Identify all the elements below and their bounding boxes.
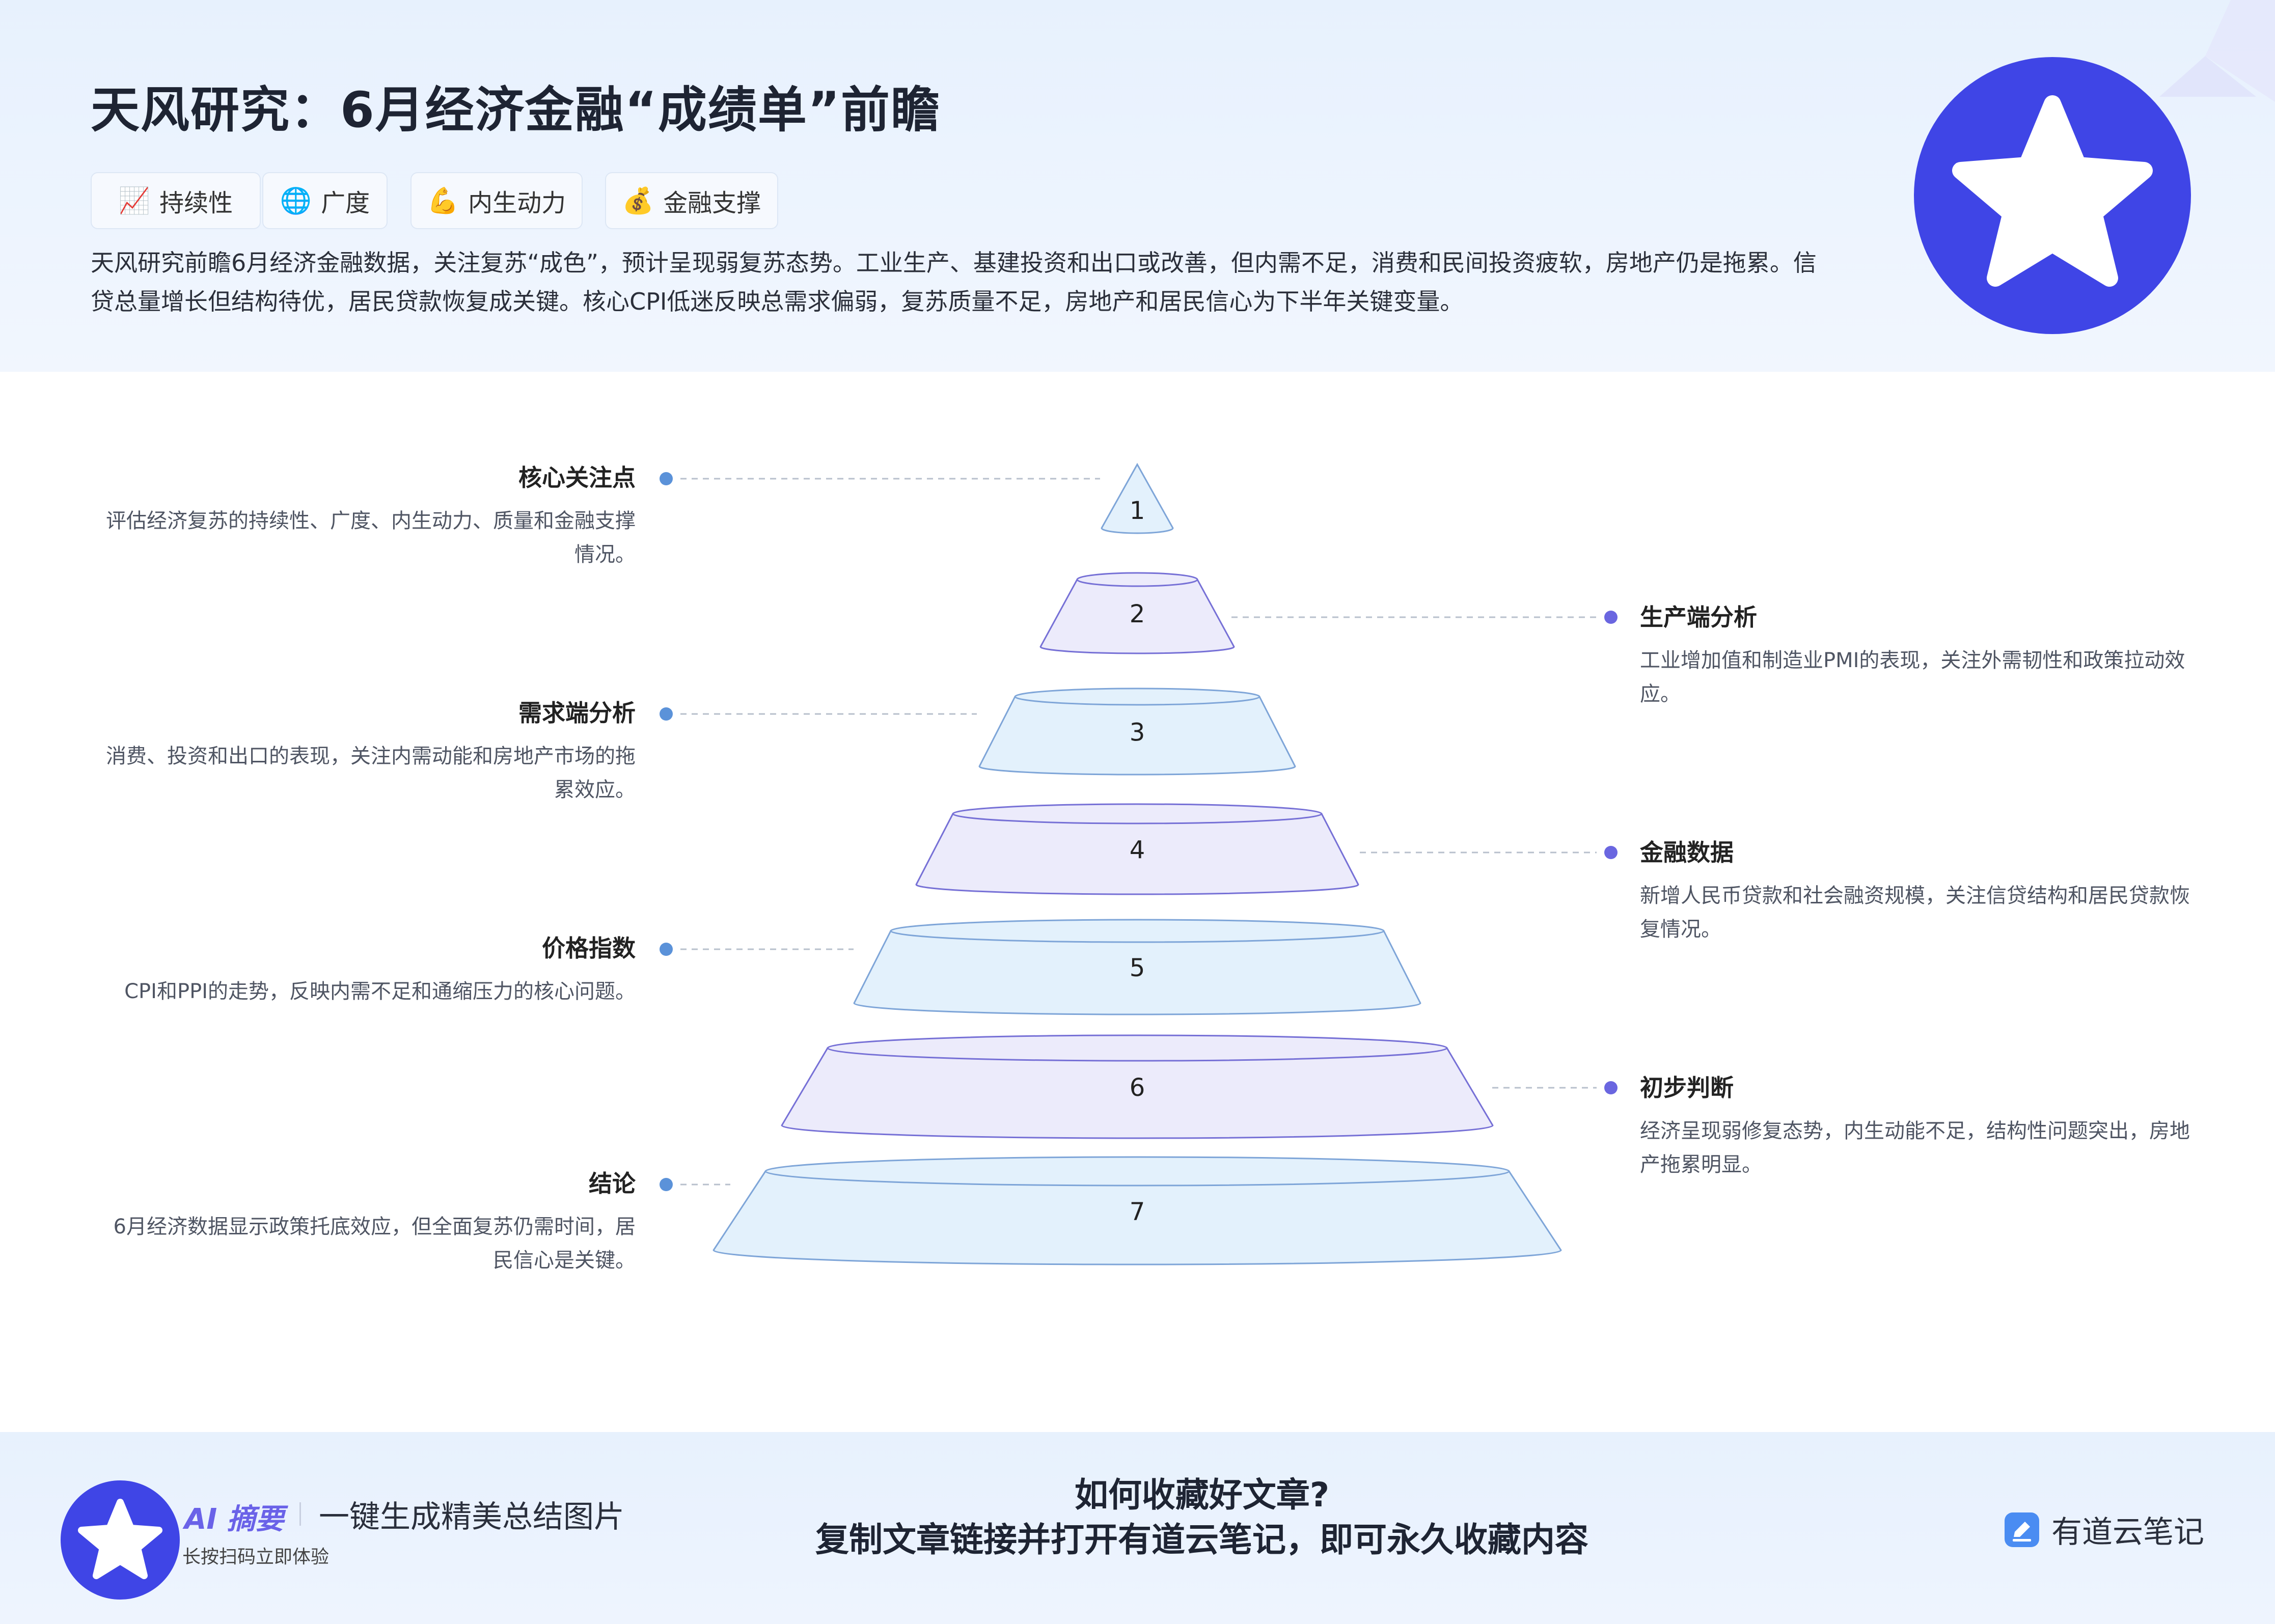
footer-center-text: 如何收藏好文章? 复制文章链接并打开有道云笔记，即可永久收藏内容 (693, 1473, 1711, 1562)
tier-number: 4 (1130, 836, 1145, 865)
tier-shape (781, 1047, 1494, 1139)
label-title: 需求端分析 (518, 699, 636, 727)
connector-dot-7 (660, 1178, 673, 1191)
label-level-2: 生产端分析 工业增加值和制造业PMI的表现，关注外需韧性和政策拉动效应。 (1640, 601, 2190, 711)
tier-number: 3 (1130, 719, 1145, 747)
tag-label: 广度 (321, 189, 370, 217)
chart-increasing-icon: 📈 (118, 185, 151, 215)
ai-scan-hint: 长按扫码立即体验 (182, 1547, 330, 1567)
tier-top-ellipse (827, 1034, 1448, 1062)
label-level-4: 金融数据 新增人民币贷款和社会融资规模，关注信贷结构和居民贷款恢复情况。 (1640, 836, 2190, 946)
tag-label: 金融支撑 (663, 189, 761, 217)
label-desc: 6月经济数据显示政策托底效应，但全面复苏仍需时间，居民信心是关键。 (113, 1215, 636, 1272)
tier-number: 2 (1130, 600, 1145, 628)
globe-icon: 🌐 (280, 185, 312, 215)
tier-shape (712, 1170, 1562, 1265)
money-bag-icon: 💰 (622, 185, 654, 215)
tier-shape (978, 696, 1296, 776)
connector-dot-2 (1604, 611, 1618, 624)
brand-name: 有道云笔记 (2051, 1515, 2204, 1550)
tier-top-ellipse (1076, 572, 1198, 587)
pyramid-tier-3: 3 (978, 687, 1296, 776)
divider (299, 1502, 301, 1526)
tier-top-ellipse (1014, 687, 1260, 706)
label-desc: 工业增加值和制造业PMI的表现，关注外需韧性和政策拉动效应。 (1640, 649, 2185, 706)
tag-sustainability: 📈 持续性 (91, 172, 261, 229)
corner-decoration (2159, 0, 2275, 102)
tag-endogenous-power: 💪 内生动力 (410, 172, 583, 229)
connector-dot-3 (660, 707, 673, 721)
connector-dot-6 (1604, 1081, 1618, 1094)
label-level-5: 价格指数 CPI和PPI的走势，反映内需不足和通缩压力的核心问题。 (76, 932, 636, 1008)
label-title: 核心关注点 (518, 464, 636, 491)
label-desc: 经济呈现弱修复态势，内生动能不足，结构性问题突出，房地产拖累明显。 (1640, 1119, 2190, 1176)
connector-dot-4 (1604, 846, 1618, 859)
tier-number: 1 (1130, 497, 1145, 525)
tag-label: 内生动力 (468, 189, 566, 217)
tier-shape (853, 930, 1421, 1015)
note-pen-icon (2005, 1512, 2039, 1547)
connector-dot-5 (660, 943, 673, 956)
connector-dot-1 (660, 472, 673, 485)
label-title: 价格指数 (542, 934, 636, 962)
tier-number: 5 (1130, 954, 1145, 982)
pyramid-tiers: 1 2 3 4 5 6 7 (712, 462, 1562, 1265)
header-panel: 天风研究：6月经济金融“成绩单”前瞻 📈 持续性 🌐 广度 💪 内生动力 💰 金… (0, 0, 2275, 372)
ai-slogan: 一键生成精美总结图片 (319, 1499, 624, 1535)
footer-instruction: 复制文章链接并打开有道云笔记，即可永久收藏内容 (815, 1520, 1588, 1559)
tag-financial-support: 💰 金融支撑 (605, 172, 778, 229)
tag-breadth: 🌐 广度 (262, 172, 388, 229)
tier-number: 6 (1130, 1074, 1145, 1102)
label-level-7: 结论 6月经济数据显示政策托底效应，但全面复苏仍需时间，居民信心是关键。 (97, 1167, 636, 1277)
label-title: 金融数据 (1640, 839, 1734, 866)
label-level-6: 初步判断 经济呈现弱修复态势，内生动能不足，结构性问题突出，房地产拖累明显。 (1640, 1071, 2190, 1181)
pyramid-tier-1: 1 (1101, 462, 1174, 534)
pyramid-tier-7: 7 (712, 1156, 1562, 1265)
label-title: 结论 (589, 1170, 636, 1197)
pyramid-tier-5: 5 (853, 919, 1421, 1015)
pyramid-tier-6: 6 (781, 1034, 1494, 1139)
tier-number: 7 (1130, 1198, 1145, 1226)
tier-shape (1101, 462, 1174, 534)
star-badge-icon (1914, 57, 2191, 334)
footer-panel (0, 1432, 2275, 1624)
connector-dots (660, 472, 1618, 1191)
brand-logo: 有道云笔记 (2004, 1507, 2204, 1552)
label-level-3: 需求端分析 消费、投资和出口的表现，关注内需动能和房地产市场的拖累效应。 (97, 697, 636, 807)
label-desc: 新增人民币贷款和社会融资规模，关注信贷结构和居民贷款恢复情况。 (1640, 884, 2190, 941)
label-title: 初步判断 (1640, 1074, 1734, 1102)
label-title: 生产端分析 (1640, 603, 1757, 631)
connector-lines (680, 478, 1597, 1186)
footer-star-icon (61, 1480, 180, 1600)
footer-question: 如何收藏好文章? (1074, 1475, 1330, 1515)
tier-top-ellipse (764, 1156, 1510, 1187)
page-title: 天风研究：6月经济金融“成绩单”前瞻 (91, 81, 941, 139)
tier-top-ellipse (952, 803, 1323, 824)
ai-summary-logo: AI 摘要 (184, 1503, 284, 1536)
tier-shape (915, 813, 1359, 895)
pyramid-tier-2: 2 (1039, 572, 1235, 654)
summary-text: 天风研究前瞻6月经济金融数据，关注复苏“成色”，预计呈现弱复苏态势。工业生产、基… (91, 249, 1817, 315)
label-desc: 评估经济复苏的持续性、广度、内生动力、质量和金融支撑情况。 (106, 509, 636, 566)
label-level-1: 核心关注点 评估经济复苏的持续性、广度、内生动力、质量和金融支撑情况。 (97, 461, 636, 571)
flexed-biceps-icon: 💪 (427, 185, 459, 215)
pyramid-tier-4: 4 (915, 803, 1359, 895)
label-desc: CPI和PPI的走势，反映内需不足和通缩压力的核心问题。 (124, 980, 636, 1003)
tier-top-ellipse (890, 919, 1385, 943)
label-desc: 消费、投资和出口的表现，关注内需动能和房地产市场的拖累效应。 (106, 745, 636, 802)
tag-label: 持续性 (159, 189, 233, 217)
tier-shape (1039, 579, 1235, 654)
